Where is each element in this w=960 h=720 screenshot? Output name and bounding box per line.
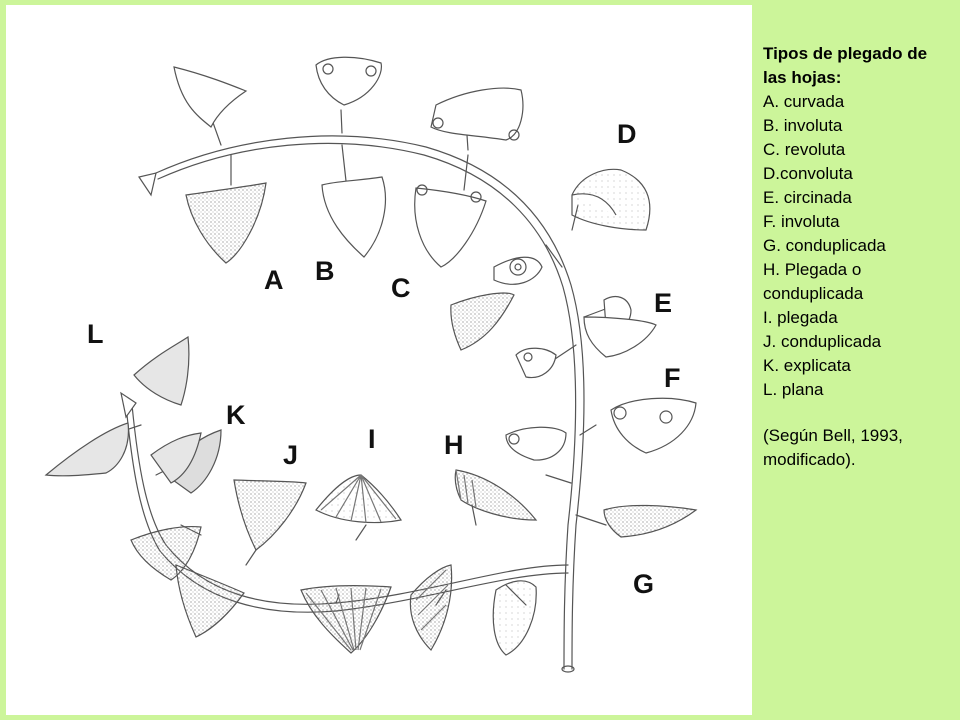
leaf-a [138,66,267,264]
legend-item-e: E. circinada [763,188,852,207]
legend-item-c: C. revoluta [763,140,846,159]
lower-stem-inner [125,404,569,613]
leaf-g [492,504,698,656]
leaf-h [454,426,567,521]
legend-item-h: H. Plegada o conduplicada [763,260,864,303]
label-c: C [391,273,411,303]
drawing-panel: A B C D E F G H I J K L [6,5,752,715]
leaf-b [315,56,387,258]
leaf-i [315,474,402,524]
legend: Tipos de plegado de las hojas: A. curvad… [763,42,953,472]
legend-source: (Según Bell, 1993, modificado). [763,426,903,469]
legend-item-j: J. conduplicada [763,332,882,351]
main-stem-inner [157,142,577,670]
legend-item-f: F. involuta [763,212,840,231]
leaf-c [414,87,524,268]
label-l: L [87,319,104,349]
label-b: B [315,256,335,286]
leaf-folding-illustration [44,56,698,673]
label-d: D [617,119,637,149]
leaf-d [571,168,651,231]
legend-item-a: A. curvada [763,92,845,111]
label-k: K [226,400,246,430]
legend-item-k: K. explicata [763,356,851,375]
leaf-l [44,335,202,484]
legend-item-d: D.convoluta [763,164,853,183]
label-e: E [654,288,673,318]
legend-title: Tipos de plegado de las hojas: [763,44,928,87]
leaf-f [515,347,697,454]
label-i: I [368,424,376,454]
legend-item-l: L. plana [763,380,824,399]
main-stem [155,135,585,670]
legend-list: A. curvada B. involuta C. revoluta D.con… [763,90,953,402]
legend-item-b: B. involuta [763,116,843,135]
leaf-e [450,256,657,358]
legend-item-i: I. plegada [763,308,838,327]
label-g: G [633,569,655,599]
label-a: A [264,265,284,295]
label-j: J [283,440,299,470]
label-f: F [664,363,681,393]
leaf-j [233,479,392,654]
lower-stem [131,404,569,605]
legend-item-g: G. conduplicada [763,236,886,255]
label-h: H [444,430,464,460]
